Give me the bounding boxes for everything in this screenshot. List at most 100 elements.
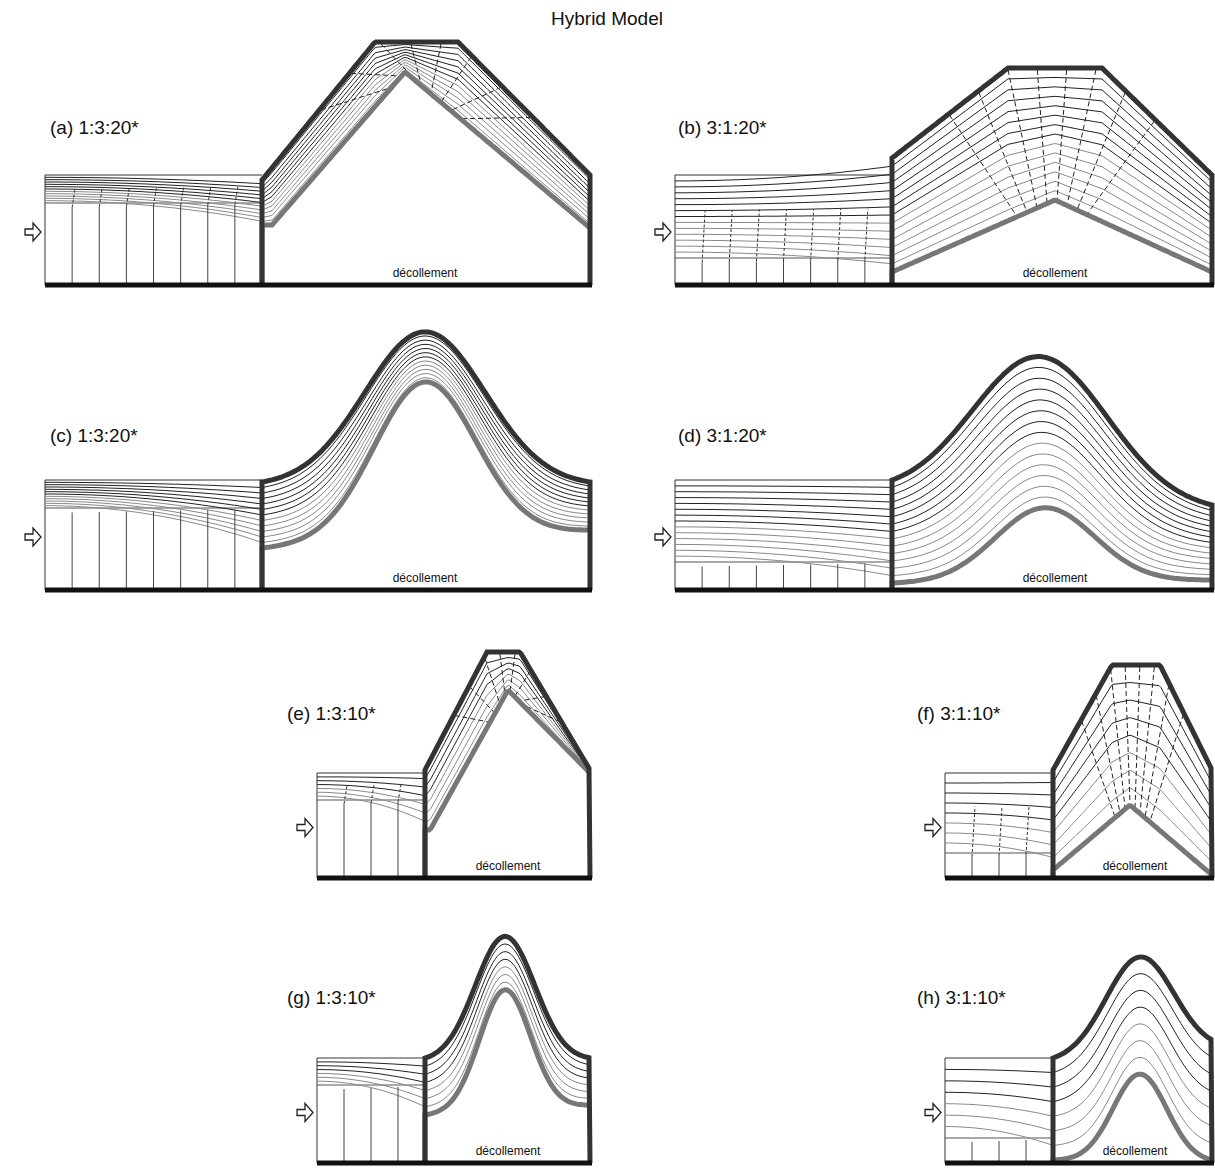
marker-line (180, 206, 181, 286)
marker-line (207, 510, 208, 590)
marker-line (999, 1141, 1000, 1163)
horizon-line (675, 454, 1212, 553)
marker-horizon (262, 73, 590, 285)
horizon-line (45, 57, 590, 202)
shear-dash (1008, 70, 1037, 206)
horizon-line (675, 476, 1212, 564)
marker-line (99, 512, 100, 590)
marker-line (153, 206, 154, 285)
push-arrow (925, 1104, 941, 1122)
marker-horizon (1053, 1074, 1211, 1163)
marker-line (864, 564, 865, 591)
wedge-outline (425, 936, 590, 1163)
horizon-line (45, 344, 590, 498)
decollement-label: décollement (474, 860, 543, 874)
shear-dash (500, 654, 505, 694)
marker-line (153, 511, 154, 590)
panel-label: (e) 1:3:10* (287, 703, 376, 725)
shear-dash (431, 44, 441, 92)
wedge-outline (262, 332, 590, 590)
marker-line (234, 510, 235, 591)
marker-dash (811, 209, 814, 260)
marker-line (810, 565, 811, 591)
horizon-line (45, 369, 590, 531)
marker-line (398, 1087, 399, 1163)
marker-line (72, 513, 73, 591)
marker-line (972, 1142, 973, 1163)
horizon-line (45, 365, 590, 526)
horizon-line (45, 340, 590, 493)
wedge-outline (262, 42, 590, 285)
horizon-line (45, 65, 590, 215)
marker-dash (972, 807, 975, 857)
block-outline (945, 1058, 1053, 1163)
shear-dash (515, 671, 530, 695)
base-line (45, 588, 592, 593)
shear-dash (1111, 669, 1125, 807)
marker-horizon (892, 508, 1212, 590)
marker-line (783, 261, 784, 285)
push-arrow (925, 819, 941, 837)
horizon-line (675, 411, 1212, 532)
marker-dash (208, 187, 211, 205)
wedge-outline (1053, 957, 1212, 1163)
shear-dash (1078, 93, 1126, 209)
figure-title: Hybrid Model (551, 8, 663, 30)
base-line (317, 876, 592, 881)
horizon-line (675, 87, 1212, 189)
push-arrow (25, 223, 41, 241)
panel-label: (h) 3:1:10* (917, 987, 1006, 1009)
decollement-label: décollement (474, 1145, 543, 1159)
marker-line (756, 262, 757, 286)
marker-line (837, 564, 838, 590)
horizon-line (45, 63, 590, 211)
marker-line (729, 566, 730, 590)
marker-dash (865, 209, 868, 260)
layer-line (675, 562, 892, 563)
panel-label: (g) 1:3:10* (287, 987, 376, 1009)
marker-line (398, 802, 399, 878)
horizon-line (45, 60, 590, 206)
marker-line (837, 260, 838, 285)
marker-horizon (1053, 806, 1211, 878)
shear-dash (1067, 70, 1096, 204)
shear-dash (1096, 695, 1120, 811)
shear-dash (950, 115, 1017, 215)
wedge-outline (892, 68, 1212, 285)
wedge-outline (892, 357, 1212, 590)
horizon-line (45, 336, 590, 488)
shear-dash (470, 687, 495, 713)
horizon-line (945, 1057, 1211, 1145)
base-line (945, 1161, 1214, 1166)
marker-horizon (262, 382, 590, 590)
base-line (675, 588, 1214, 593)
marker-dash (999, 806, 1002, 856)
shear-dash (452, 87, 501, 110)
marker-line (126, 512, 127, 591)
marker-line (371, 1088, 372, 1163)
panel-label: (d) 3:1:20* (678, 425, 767, 447)
shear-dash (510, 654, 515, 690)
marker-line (99, 207, 100, 285)
horizon-line (45, 55, 590, 199)
marker-line (999, 856, 1000, 878)
shear-dash (1125, 667, 1130, 803)
marker-line (344, 804, 345, 878)
horizon-line (45, 353, 590, 510)
horizon-line (675, 465, 1212, 559)
marker-dash (72, 188, 75, 208)
marker-dash (371, 785, 374, 803)
marker-line (702, 263, 703, 286)
shear-dash (1088, 121, 1155, 213)
panel-label: (f) 3:1:10* (917, 703, 1000, 725)
marker-dash (838, 209, 841, 260)
wedge-outline (425, 652, 590, 878)
marker-line (1026, 1140, 1027, 1163)
marker-line (810, 261, 811, 286)
push-arrow (25, 528, 41, 546)
marker-line (729, 262, 730, 285)
shear-dash (463, 118, 531, 119)
wedge-outline (1053, 665, 1212, 878)
shear-dash (455, 715, 489, 722)
marker-dash (154, 187, 157, 206)
